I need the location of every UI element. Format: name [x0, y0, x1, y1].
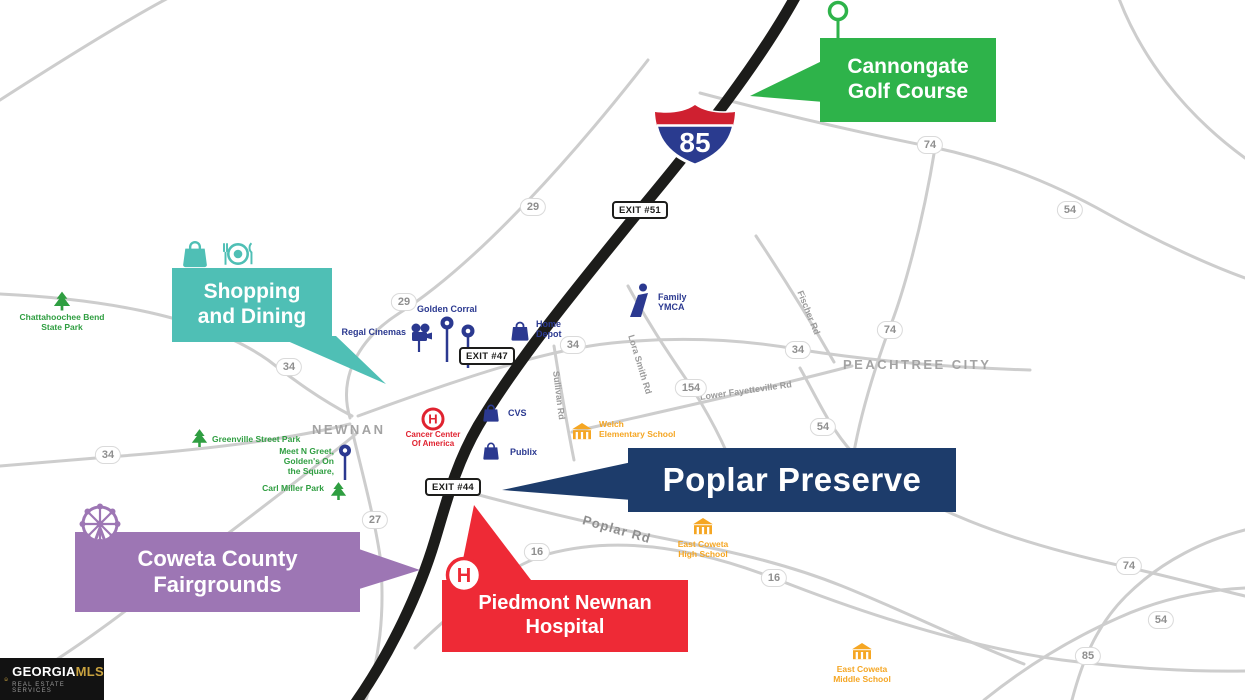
route-badge-74: 74	[876, 321, 904, 339]
park-label-chattahoochee-bend: Chattahoochee Bend State Park	[19, 312, 105, 332]
cancer-center-h-icon: H	[421, 407, 445, 431]
callout-line: Poplar Preserve	[662, 460, 922, 498]
dining-plate-icon	[223, 242, 253, 265]
city-label-newnan: NEWNAN	[312, 422, 386, 437]
exit-44-badge: EXIT #44	[424, 478, 482, 496]
poi-label-cancer-center: Cancer Center Of America	[398, 430, 468, 449]
shopping-bag-icon	[483, 404, 499, 422]
poi-label-family-ymca: Family YMCA	[658, 292, 687, 312]
school-label-line: Elementary School	[599, 428, 676, 439]
park-label-carl-miller: Carl Miller Park	[262, 483, 324, 493]
movie-projector-icon	[411, 323, 432, 352]
route-badge-54: 54	[809, 418, 837, 436]
callout-shopping-and-dining: Shopping and Dining	[172, 268, 332, 342]
logo-text: GEORGIAMLS REAL ESTATE SERVICES	[12, 664, 104, 694]
logo-brand-mls: MLS	[75, 664, 104, 679]
callout-line: Coweta County	[137, 546, 298, 572]
school-building-icon	[852, 643, 872, 660]
school-label-line: Middle School	[833, 673, 891, 684]
shopping-bag-icon	[511, 321, 529, 341]
callout-line: Hospital	[525, 616, 605, 638]
route-badge-34: 34	[559, 336, 587, 354]
tree-icon	[53, 291, 71, 311]
fairgrounds-pointer	[356, 548, 420, 590]
poi-label-regal-cinemas: Regal Cinemas	[341, 327, 406, 337]
callout-line: Cannongate	[847, 55, 969, 79]
interstate-number: 85	[679, 127, 710, 158]
city-label-peachtree-city: PEACHTREE CITY	[843, 357, 992, 372]
poi-label-golden-corral: Golden Corral	[416, 304, 477, 314]
poi-label-line: Cancer Center	[405, 430, 461, 439]
poi-label-line: YMCA	[658, 302, 685, 313]
house-icon	[4, 677, 8, 681]
callout-line: Piedmont Newnan	[478, 592, 652, 615]
school-label-line: East Coweta	[677, 539, 729, 549]
shopping-bag-icon	[483, 442, 499, 460]
tree-icon	[191, 429, 208, 447]
cannongate-pointer	[750, 60, 824, 102]
route-badge-74: 74	[1115, 557, 1143, 575]
route-badge-34: 34	[784, 341, 812, 359]
route-badge-27: 27	[361, 511, 389, 529]
school-label-line: High School	[678, 548, 728, 559]
park-label-greenville-street: Greenville Street Park	[212, 434, 301, 444]
school-building-icon	[572, 423, 592, 440]
logo-brand-georgia: GEORGIA	[12, 664, 76, 679]
ferris-wheel-icon	[79, 503, 121, 553]
callout-piedmont-newnan-hospital: Piedmont Newnan Hospital	[442, 580, 688, 652]
callout-line: Shopping	[203, 280, 301, 304]
route-badge-16: 16	[760, 569, 788, 587]
callout-cannongate-golf-course: Cannongate Golf Course	[820, 38, 996, 122]
interstate-85-shield: 85	[653, 103, 737, 167]
route-badge-74: 74	[916, 136, 944, 154]
callout-coweta-county-fairgrounds: Coweta County Fairgrounds	[75, 532, 360, 612]
georgia-mls-logo: GEORGIAMLS REAL ESTATE SERVICES	[0, 658, 104, 700]
poi-label-line: Family	[658, 292, 687, 302]
exit-51-badge: EXIT #51	[611, 201, 669, 219]
tree-icon	[330, 482, 347, 500]
callout-line: Fairgrounds	[153, 572, 282, 597]
school-label-east-coweta-high: East Coweta High School	[663, 539, 743, 560]
route-badge-54: 54	[1056, 201, 1084, 219]
exit-47-badge: EXIT #47	[458, 347, 516, 365]
route-badge-85: 85	[1074, 647, 1102, 665]
map-pin-icon	[339, 444, 351, 480]
school-label-line: East Coweta	[836, 664, 888, 674]
route-badge-34: 34	[275, 358, 303, 376]
callout-line: and Dining	[197, 305, 307, 328]
park-label-line: Golden's On	[283, 455, 334, 466]
park-label-line: the Square,	[287, 465, 334, 476]
poi-label-line: Of America	[411, 438, 455, 448]
golf-tee-icon	[827, 0, 849, 41]
route-badge-29: 29	[519, 198, 547, 216]
callout-poplar-preserve: Poplar Preserve	[628, 448, 956, 512]
poplar-pointer	[502, 462, 632, 500]
school-label-welch: Welch Elementary School	[599, 419, 676, 440]
poi-label-cvs: CVS	[508, 408, 527, 418]
route-badge-34: 34	[94, 446, 122, 464]
school-building-icon	[693, 518, 713, 535]
shopping-pointer	[276, 336, 386, 384]
shopping-bag-icon	[183, 241, 207, 268]
school-label-east-coweta-middle: East Coweta Middle School	[822, 664, 902, 685]
route-badge-16: 16	[523, 543, 551, 561]
cancer-center-h-letter: H	[428, 412, 437, 427]
route-badge-29: 29	[390, 293, 418, 311]
logo-tagline: REAL ESTATE SERVICES	[12, 682, 65, 694]
hospital-h-letter: H	[457, 565, 471, 587]
poi-label-home-depot: Home Depot	[536, 319, 562, 340]
map-pin-icon	[440, 316, 454, 362]
poi-label-publix: Publix	[510, 447, 538, 457]
hospital-h-icon: H	[445, 556, 483, 594]
park-label-meet-n-greet: Meet N Greet, Golden's On the Square,	[256, 446, 334, 476]
park-label-line: Meet N Greet,	[279, 446, 334, 456]
route-badge-54: 54	[1147, 611, 1175, 629]
route-badge-154: 154	[674, 379, 708, 397]
ymca-figure-icon	[630, 283, 648, 317]
school-label-line: Welch	[599, 419, 624, 429]
callout-line: Golf Course	[847, 80, 969, 103]
